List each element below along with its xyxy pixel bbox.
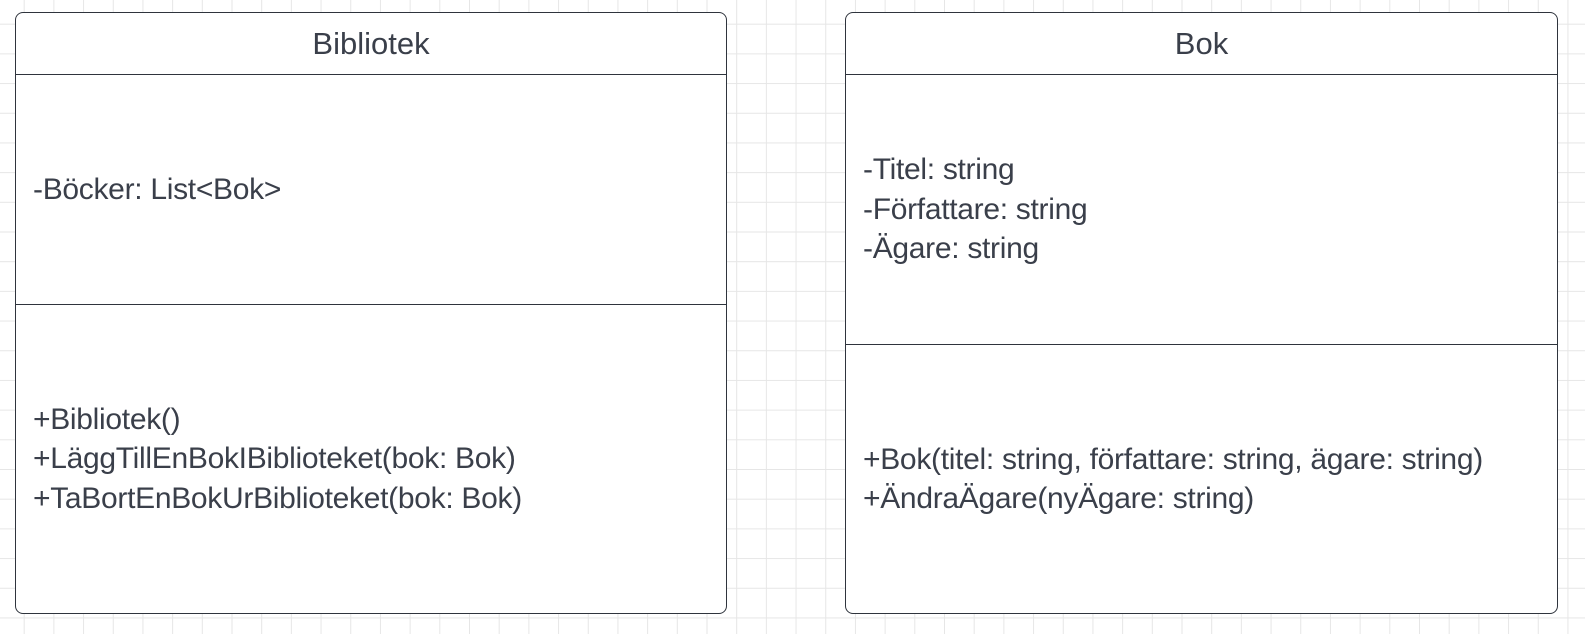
operation: +Bibliotek() xyxy=(33,402,181,436)
operations-section: +Bibliotek() +LäggTillEnBokIBiblioteket(… xyxy=(16,305,726,613)
class-name: Bok xyxy=(846,13,1557,75)
class-name: Bibliotek xyxy=(16,13,726,75)
operation: +Bok(titel: string, författare: string, … xyxy=(863,442,1483,476)
class-box-bibliotek[interactable]: Bibliotek -Böcker: List<Bok> +Bibliotek(… xyxy=(15,12,727,614)
operation: +TaBortEnBokUrBiblioteket(bok: Bok) xyxy=(33,481,522,515)
attribute: -Författare: string xyxy=(863,192,1088,226)
operation: +LäggTillEnBokIBiblioteket(bok: Bok) xyxy=(33,442,516,476)
attribute: -Böcker: List<Bok> xyxy=(33,172,282,206)
operation: +ÄndraÄgare(nyÄgare: string) xyxy=(863,482,1254,515)
attribute: -Ägare: string xyxy=(863,232,1039,266)
attributes-section: -Böcker: List<Bok> xyxy=(16,75,726,305)
class-box-bok[interactable]: Bok -Titel: string -Författare: string -… xyxy=(845,12,1558,614)
operations-section: +Bok(titel: string, författare: string, … xyxy=(846,345,1557,613)
attributes-section: -Titel: string -Författare: string -Ägar… xyxy=(846,75,1557,345)
attribute: -Titel: string xyxy=(863,153,1015,187)
